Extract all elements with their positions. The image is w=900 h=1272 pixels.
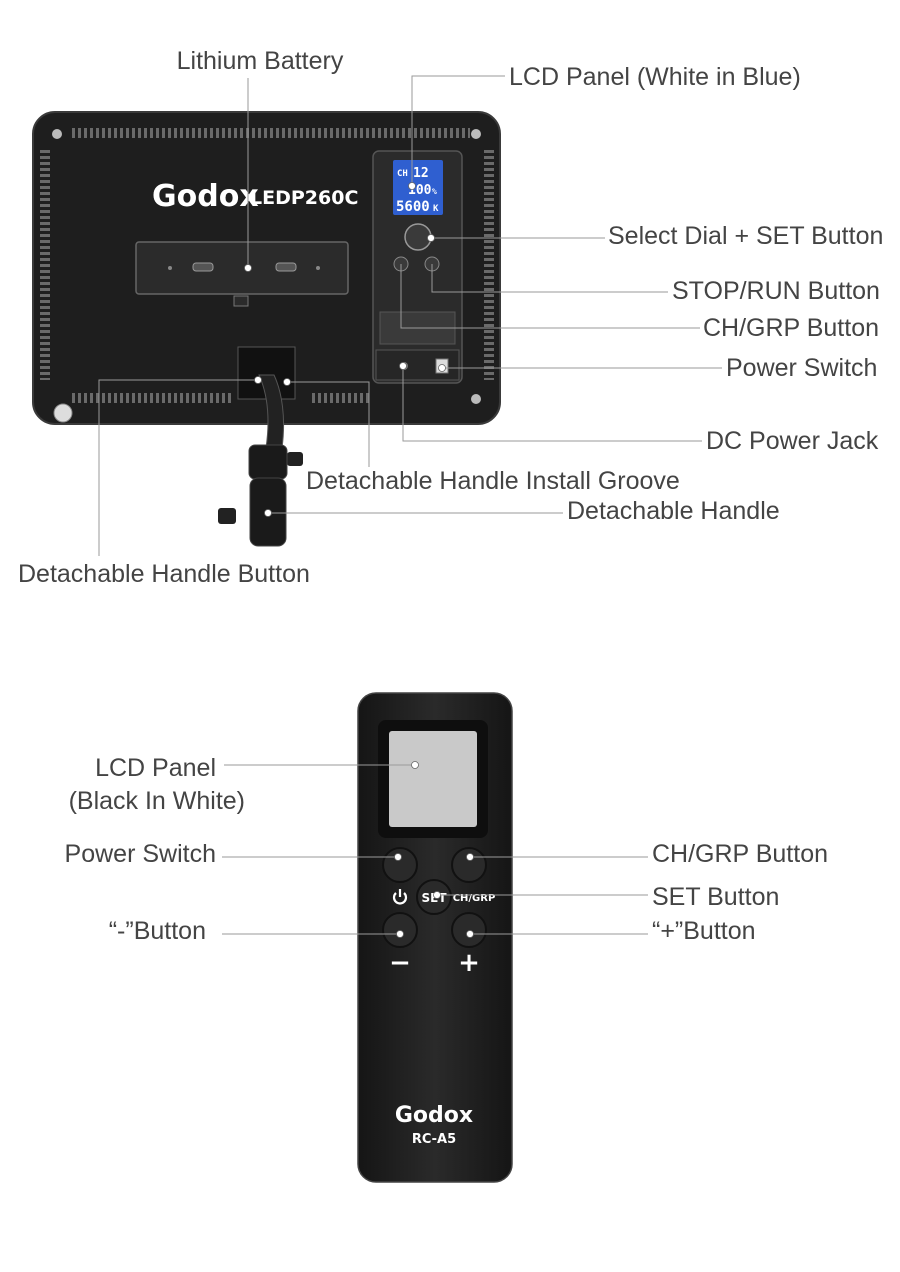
panel-brand: Godox — [152, 179, 259, 214]
plus-icon: + — [458, 948, 480, 978]
label-remote-lcd-line2: (Black In White) — [69, 787, 245, 815]
select-dial[interactable] — [404, 223, 432, 251]
vent-bottom-left — [72, 393, 232, 403]
remote-lcd — [389, 731, 477, 827]
remote-brand: Godox — [395, 1103, 473, 1128]
label-remote-plus: “+”Button — [652, 917, 756, 945]
label-remote-minus: “-”Button — [109, 917, 206, 945]
power-switch-button[interactable] — [382, 847, 418, 883]
led-panel: Godox LEDP260C CH 12 100 % 5600 K — [32, 111, 501, 547]
label-dc-power-jack: DC Power Jack — [706, 427, 879, 455]
label-power-switch: Power Switch — [726, 354, 877, 382]
battery-plate — [135, 241, 349, 295]
label-handle-button: Detachable Handle Button — [18, 560, 310, 588]
vent-bottom-right — [310, 393, 370, 403]
handle-knob-left — [218, 508, 236, 524]
remote-model: RC-A5 — [412, 1132, 456, 1147]
panel-model: LEDP260C — [250, 187, 358, 209]
label-remote-power-switch: Power Switch — [65, 840, 216, 868]
label-lithium-battery: Lithium Battery — [177, 47, 344, 75]
panel-leaders — [98, 75, 722, 556]
power-icon — [392, 889, 408, 905]
plus-button[interactable] — [451, 912, 487, 948]
label-install-groove: Detachable Handle Install Groove — [306, 467, 680, 495]
label-remote-set: SET Button — [652, 883, 779, 911]
ch-grp-button-label: CH/GRP — [453, 893, 496, 904]
battery-slot-right — [275, 262, 297, 272]
panel-lcd — [393, 160, 443, 215]
lcd-color-temp-unit: K — [433, 204, 439, 214]
handle-knob-right — [287, 452, 303, 466]
handle-joint — [248, 444, 288, 480]
screw-icon — [471, 394, 481, 404]
screw-icon — [52, 129, 62, 139]
battery-slot-left — [192, 262, 214, 272]
lcd-ch-value: 12 — [413, 166, 429, 181]
vent-top — [70, 128, 470, 138]
battery-latch — [233, 295, 249, 307]
label-select-dial: Select Dial + SET Button — [608, 222, 883, 250]
label-remote-ch-grp: CH/GRP Button — [652, 840, 828, 868]
screw-icon — [471, 129, 481, 139]
vent-left — [40, 150, 50, 380]
vent-right — [484, 150, 494, 380]
panel-labels: Lithium Battery LCD Panel (White in Blue… — [18, 47, 883, 588]
ch-grp-button[interactable] — [451, 847, 487, 883]
label-stop-run: STOP/RUN Button — [672, 277, 880, 305]
label-remote-lcd-line1: LCD Panel — [95, 754, 216, 782]
handle-release-button-icon[interactable] — [53, 403, 73, 423]
label-ch-grp: CH/GRP Button — [703, 314, 879, 342]
remote-leaders — [222, 761, 648, 938]
minus-icon: − — [389, 948, 411, 978]
lcd-ch: CH — [397, 169, 408, 179]
remote-labels: LCD Panel (Black In White) Power Switch … — [65, 754, 828, 945]
minus-button[interactable] — [382, 912, 418, 948]
label-handle: Detachable Handle — [567, 497, 780, 525]
label-lcd-panel: LCD Panel (White in Blue) — [509, 63, 801, 91]
lcd-color-temp: 5600 — [396, 199, 430, 215]
remote-control: SET CH/GRP − + Godox RC-A5 — [357, 692, 513, 1183]
lcd-brightness-unit: % — [432, 187, 437, 196]
